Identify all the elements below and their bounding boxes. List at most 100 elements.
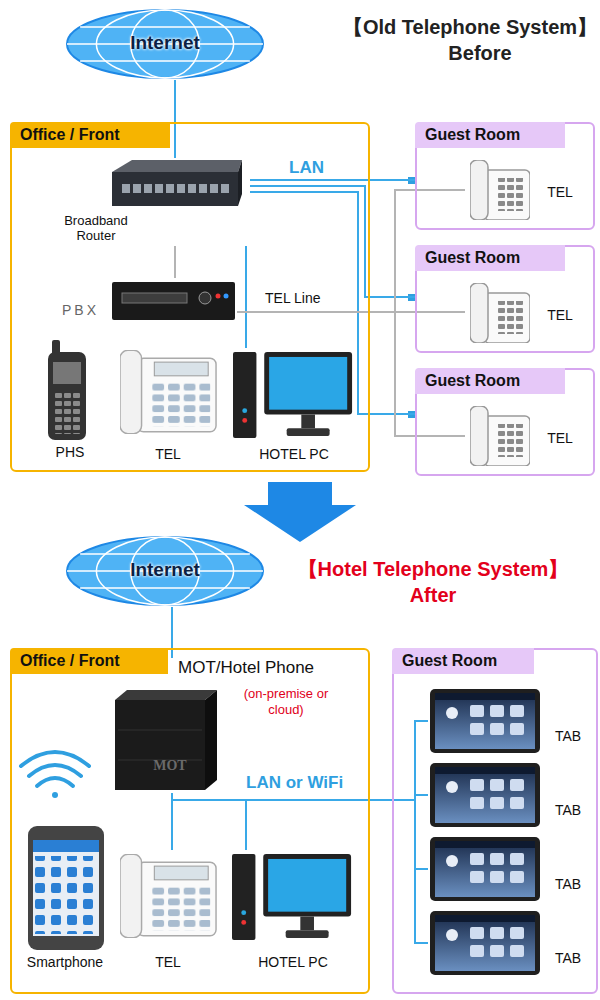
guest-phone-icon (470, 283, 530, 343)
text-holder: LAN or WiFi (243, 773, 346, 793)
device-node: TAB (428, 762, 593, 828)
connector (172, 793, 428, 943)
device-node: HOTEL PC (228, 850, 358, 974)
node-label: MOT/Hotel Phone (178, 658, 350, 678)
text-holder: HOTEL PC (230, 446, 358, 462)
node-label: Smartphone (14, 954, 116, 970)
room-box: Guest RoomTEL (415, 368, 595, 476)
text-holder: MOT/Hotel Phone (178, 658, 350, 678)
pbx-icon (112, 282, 235, 320)
node-label: TEL (540, 307, 580, 323)
wifi-symbol-part (21, 752, 89, 766)
text-holder: Guest Room (392, 648, 534, 674)
wifi-symbol-part (29, 765, 81, 776)
text-holder: TEL (118, 446, 218, 462)
node-label: PHS (40, 444, 100, 460)
down-arrow (244, 482, 356, 542)
node-label: Internet (65, 559, 265, 581)
node-label: HOTEL PC (230, 446, 358, 462)
connector (174, 246, 176, 278)
device-node: TEL (465, 281, 580, 345)
connector (174, 80, 176, 158)
text-holder: PHS (40, 444, 100, 460)
text-holder: Office / Front (10, 648, 168, 674)
device-node: PBX (62, 278, 237, 324)
tablet-icon (430, 911, 540, 975)
text-holder: MOT (140, 758, 200, 774)
device-node: Smartphone (14, 822, 116, 974)
guest-phone-icon (470, 160, 530, 220)
node-label: TEL (540, 430, 580, 446)
router-icon-part (112, 160, 242, 172)
text-holder: Office / Front (10, 122, 170, 148)
node-label: Broadband Router (50, 214, 142, 244)
globe-parallel (80, 587, 250, 589)
connector (245, 246, 247, 348)
text-holder: TAB (546, 728, 590, 744)
node-label: TAB (546, 802, 590, 818)
heading-tab: Guest Room (415, 245, 565, 271)
text-holder: Broadband Router (50, 214, 142, 244)
smartphone-icon-part (34, 856, 98, 934)
text-holder: HOTEL PC (228, 954, 358, 970)
pbx-icon-part (199, 292, 211, 304)
device-node: TEL (465, 158, 580, 222)
heading-tab: Office / Front (10, 648, 168, 674)
text-holder: 【Hotel Telephone System】 (268, 556, 598, 583)
smartphone-icon-part (33, 840, 99, 936)
node-label: TEL (540, 184, 580, 200)
heading-tab: Office / Front (10, 122, 170, 148)
title-text: 【Hotel Telephone System】 (268, 556, 598, 583)
text-holder: Smartphone (14, 954, 116, 970)
node-label: TEL (118, 446, 218, 462)
pbx-icon-part (224, 294, 229, 299)
wifi-symbol (21, 752, 89, 798)
text-holder: Guest Room (415, 245, 565, 271)
text-holder: Internet (65, 32, 265, 54)
pc-icon (233, 352, 352, 438)
text-holder: TEL (118, 954, 218, 970)
device-node: HOTEL PC (230, 348, 358, 466)
connector (172, 721, 428, 800)
globe-node: Internet (65, 8, 265, 80)
tablet-icon (430, 689, 540, 753)
title-text: After (268, 584, 598, 607)
guest-phone-icon (470, 406, 530, 466)
text-holder: TAB (546, 950, 590, 966)
connector (171, 607, 173, 658)
device-node: TEL (118, 348, 218, 466)
mot-box-icon-part (118, 730, 202, 731)
mot-box-icon (115, 690, 217, 790)
connector (250, 179, 415, 181)
text-holder: Internet (65, 559, 265, 581)
text-holder: TAB (546, 802, 590, 818)
router-icon-part (120, 182, 230, 196)
smartphone-icon (28, 826, 104, 950)
mot-box-icon-part (115, 700, 205, 790)
heading-tab: Guest Room (415, 368, 565, 394)
router-icon-part (112, 172, 238, 206)
text-holder: TEL (540, 430, 580, 446)
heading-tab: Guest Room (415, 122, 565, 148)
text-holder: Before (362, 42, 598, 65)
connector (250, 186, 415, 297)
node-label: TEL (118, 954, 218, 970)
connector (171, 793, 173, 850)
edge-label: LAN or WiFi (243, 773, 346, 793)
phs-icon-part (48, 352, 86, 440)
device-node: TAB (428, 910, 593, 976)
device-node: TEL (118, 850, 218, 974)
text-holder: Guest Room (415, 368, 565, 394)
router-icon-part (238, 160, 242, 206)
area-box: Office / FrontMOT/Hotel Phone(on-premise… (10, 648, 370, 994)
device-marking: MOT (140, 758, 200, 774)
title-text: Before (362, 42, 598, 65)
phs-icon (48, 340, 86, 440)
phs-icon-part (53, 362, 81, 384)
wifi-symbol-part (52, 792, 58, 798)
smartphone-icon-part (28, 826, 104, 950)
device-node: PHS (40, 338, 100, 466)
mot-box-icon-part (205, 690, 217, 790)
